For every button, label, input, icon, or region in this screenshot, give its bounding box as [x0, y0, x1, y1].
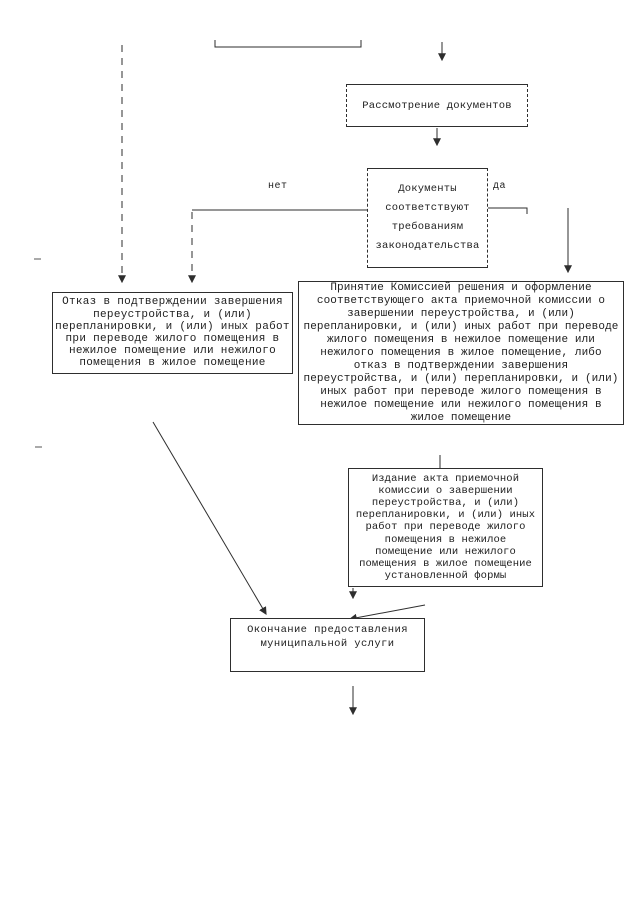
edge-refusal-to-end [152, 421, 267, 616]
documents-compliance-decision-node: Документы соответствуют требованиям зако… [367, 168, 488, 268]
act-issuance-node: Издание акта приемочной комиссии о завер… [348, 468, 543, 587]
refusal-confirmation-node: Отказ в подтверждении завершения переуст… [52, 292, 293, 374]
edge-decision-yes-horizontal [488, 207, 528, 214]
top-cropped-box-edge [214, 40, 362, 48]
commission-decision-node: Принятие Комиссией решения и оформление … [298, 281, 624, 425]
branch-label-yes: да [493, 181, 507, 192]
service-end-node: Окончание предоставления муниципальной у… [230, 618, 425, 672]
edge-act-to-end-slant [348, 604, 426, 622]
review-documents-node: Рассмотрение документов [346, 84, 528, 127]
branch-label-no: нет [268, 181, 288, 192]
